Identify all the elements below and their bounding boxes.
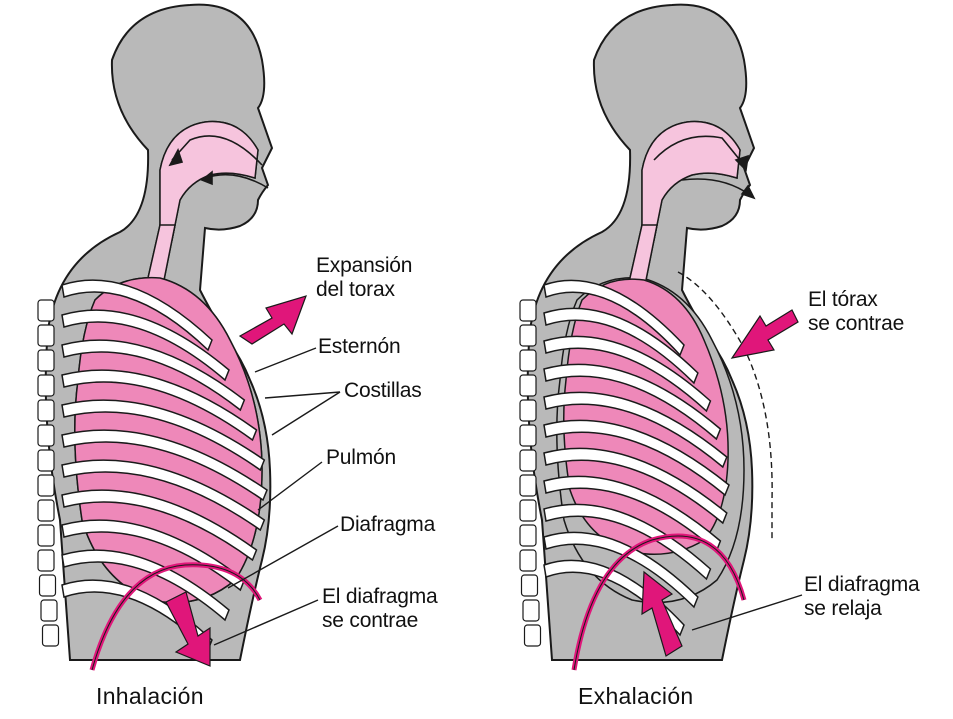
label-diaphragm-relaxes-line1: El diafragma: [804, 573, 920, 596]
label-chest-expansion: Expansión del torax: [316, 254, 412, 302]
vertebra: [38, 500, 54, 521]
label-chest-contracts-line1: El tórax: [808, 288, 878, 311]
label-diaphragm: Diafragma: [340, 513, 435, 537]
vertebra: [38, 325, 54, 346]
vertebra: [38, 475, 54, 496]
vertebra: [520, 500, 536, 521]
vertebra: [522, 575, 538, 596]
label-chest-expansion-line2: del torax: [316, 278, 395, 301]
label-diaphragm-contracts-line1: El diafragma: [322, 585, 438, 608]
inhalation-figure: [38, 5, 340, 670]
vertebra: [520, 400, 536, 421]
caption-inhalation: Inhalación: [96, 683, 204, 710]
label-chest-contracts-line2: se contrae: [808, 312, 904, 335]
vertebra: [38, 425, 54, 446]
vertebra: [520, 325, 536, 346]
label-chest-expansion-line1: Expansión: [316, 254, 412, 277]
label-lung: Pulmón: [326, 446, 396, 470]
label-diaphragm-relaxes: El diafragma se relaja: [804, 573, 920, 621]
vertebra: [523, 600, 539, 621]
vertebra: [38, 375, 54, 396]
vertebra: [520, 350, 536, 371]
label-ribs: Costillas: [344, 379, 422, 403]
vertebra: [38, 525, 54, 546]
label-sternum: Esternón: [318, 335, 400, 359]
label-diaphragm-relaxes-line2: se relaja: [804, 597, 882, 620]
chest-contracts-arrow: [732, 310, 798, 358]
vertebra: [43, 625, 59, 646]
vertebra: [38, 550, 54, 571]
vertebra: [525, 625, 541, 646]
vertebra: [520, 425, 536, 446]
vertebra: [38, 350, 54, 371]
vertebra: [520, 525, 536, 546]
chest-expansion-arrow: [240, 296, 306, 344]
caption-exhalation: Exhalación: [578, 683, 694, 710]
vertebra: [41, 600, 57, 621]
vertebra: [520, 475, 536, 496]
vertebra: [520, 550, 536, 571]
vertebra: [38, 450, 54, 471]
vertebra: [520, 300, 536, 321]
vertebra: [38, 300, 54, 321]
vertebra: [520, 450, 536, 471]
vertebra: [40, 575, 56, 596]
exhalation-figure: [520, 5, 802, 670]
vertebra: [38, 400, 54, 421]
label-chest-contracts: El tórax se contrae: [808, 288, 904, 336]
label-diaphragm-contracts-line2: se contrae: [322, 609, 418, 632]
label-diaphragm-contracts: El diafragma se contrae: [322, 585, 438, 633]
vertebra: [520, 375, 536, 396]
